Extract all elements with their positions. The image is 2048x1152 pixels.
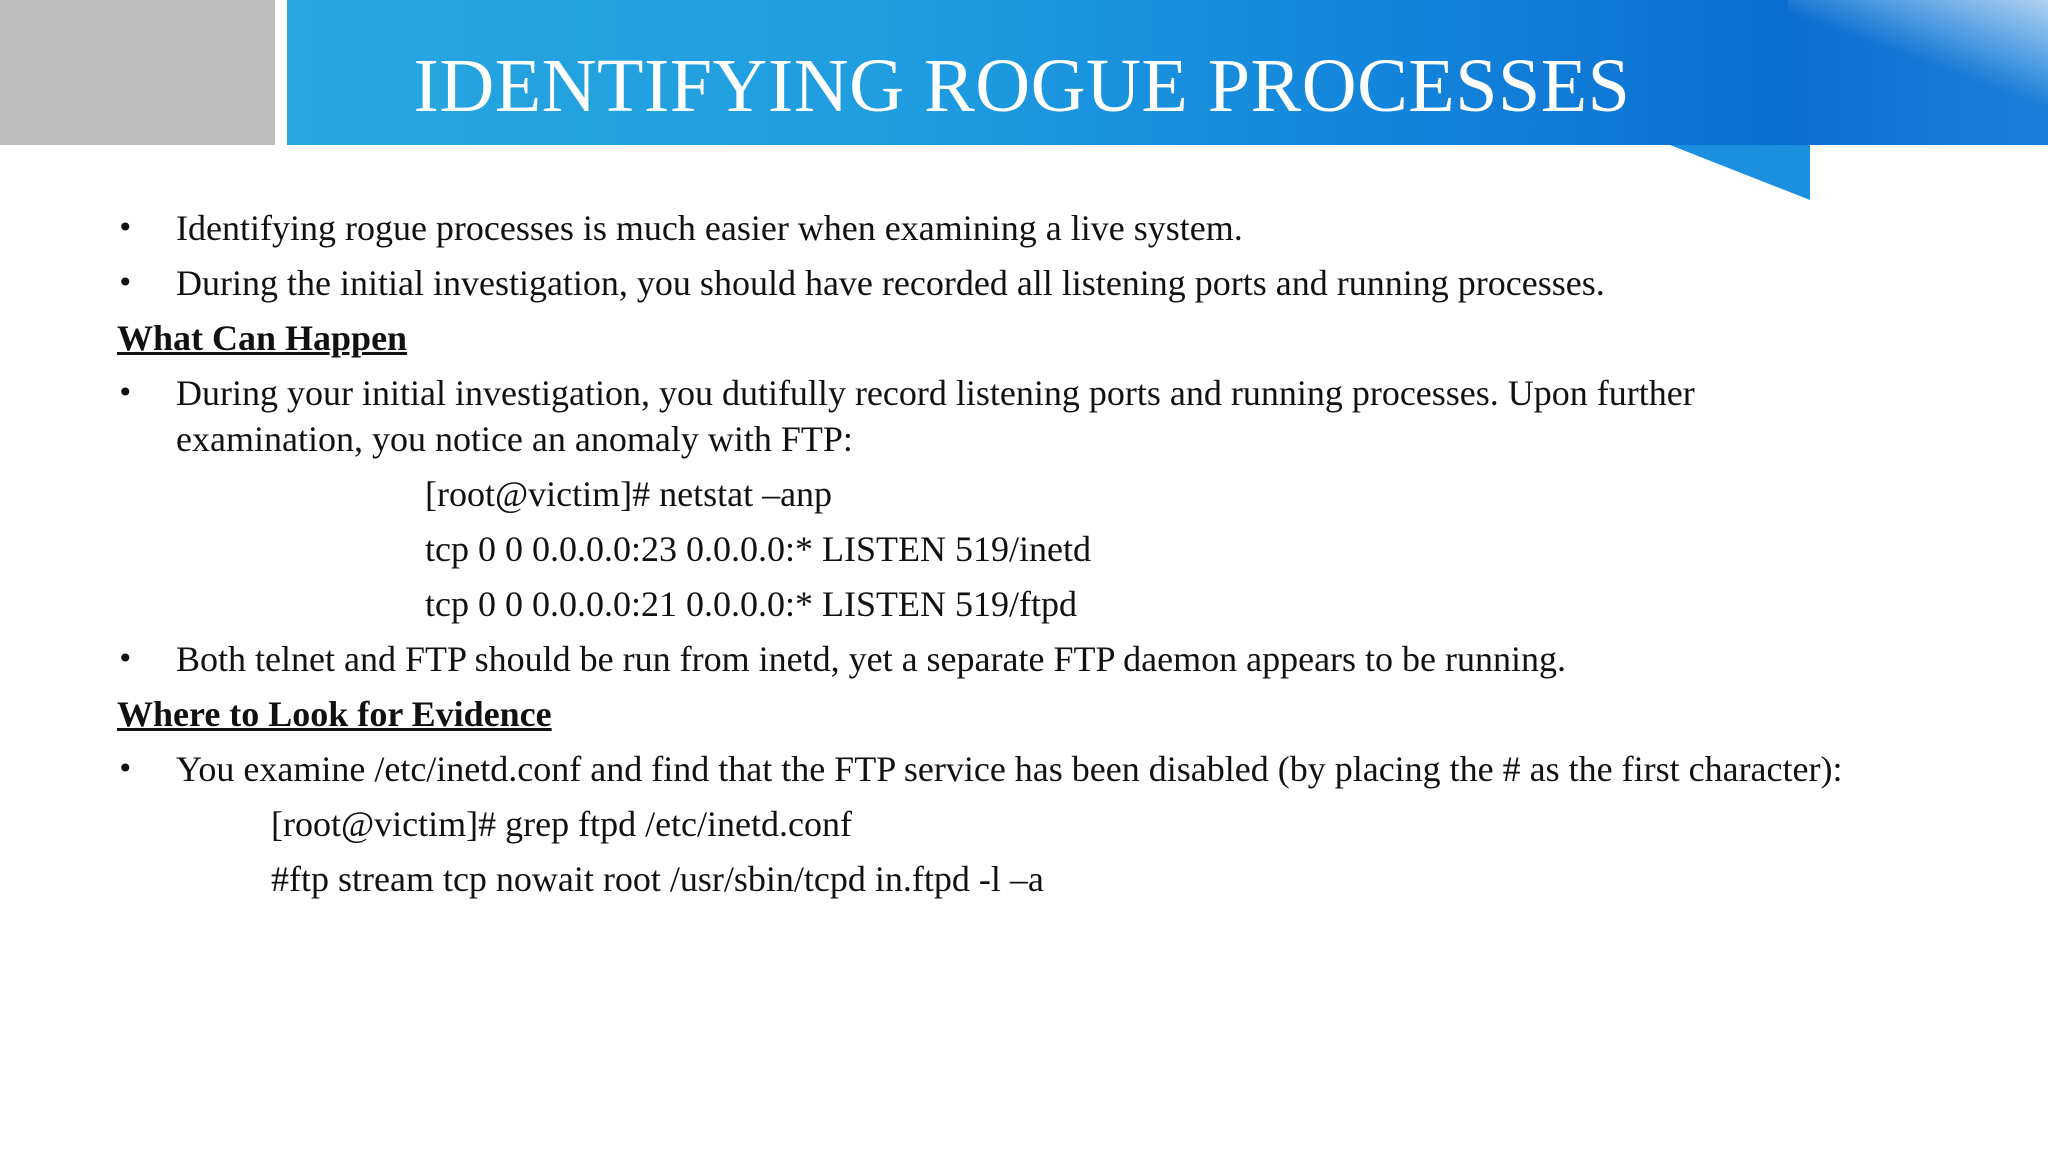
bullet-symbol: •	[117, 211, 134, 244]
bullet-item: • Both telnet and FTP should be run from…	[117, 636, 1917, 682]
section-heading: Where to Look for Evidence	[117, 694, 552, 734]
slide-content: • Identifying rogue processes is much ea…	[117, 205, 1917, 911]
bullet-symbol: •	[117, 376, 134, 409]
header-shine	[1788, 0, 2048, 145]
bullet-item: • During your initial investigation, you…	[117, 370, 1917, 462]
bullet-item: • You examine /etc/inetd.conf and find t…	[117, 746, 1917, 792]
bullet-symbol: •	[117, 642, 134, 675]
bullet-item: • During the initial investigation, you …	[117, 260, 1917, 306]
code-line: tcp 0 0 0.0.0.0:21 0.0.0.0:* LISTEN 519/…	[425, 584, 1077, 624]
code-line: tcp 0 0 0.0.0.0:23 0.0.0.0:* LISTEN 519/…	[425, 529, 1091, 569]
header-gray-block	[0, 0, 275, 145]
code-line: #ftp stream tcp nowait root /usr/sbin/tc…	[271, 859, 1044, 899]
bullet-text: During your initial investigation, you d…	[176, 373, 1695, 459]
slide-title: IDENTIFYING ROGUE PROCESSES	[413, 44, 1631, 128]
code-line: [root@victim]# grep ftpd /etc/inetd.conf	[271, 804, 852, 844]
bullet-text: During the initial investigation, you sh…	[176, 263, 1605, 303]
bullet-item: • Identifying rogue processes is much ea…	[117, 205, 1917, 251]
code-line: [root@victim]# netstat –anp	[425, 474, 833, 514]
section-heading: What Can Happen	[117, 318, 408, 358]
bullet-symbol: •	[117, 752, 134, 785]
bullet-symbol: •	[117, 266, 134, 299]
header-banner	[287, 0, 2048, 145]
bullet-text: Both telnet and FTP should be run from i…	[176, 639, 1567, 679]
bullet-text: Identifying rogue processes is much easi…	[176, 208, 1243, 248]
bullet-text: You examine /etc/inetd.conf and find tha…	[176, 749, 1843, 789]
